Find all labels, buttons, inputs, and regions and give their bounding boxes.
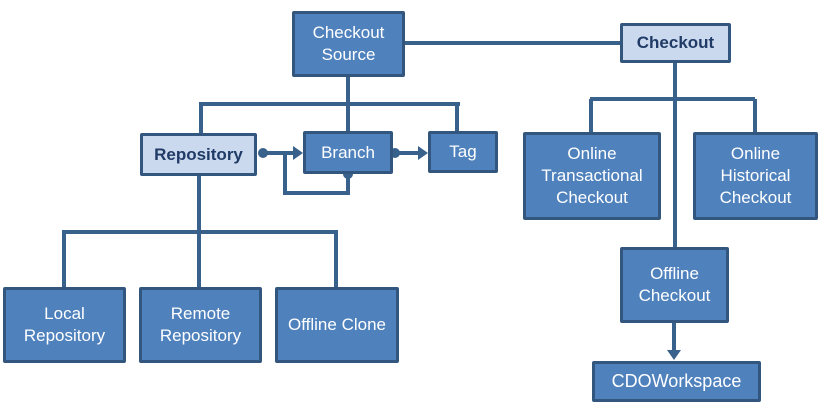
edge-checkoutsource-stem bbox=[346, 76, 350, 106]
edge-branch-self-h bbox=[283, 191, 350, 195]
edge-repository-branch-line bbox=[263, 151, 295, 155]
edge-drop-offline-clone bbox=[334, 232, 338, 287]
node-checkout-source: Checkout Source bbox=[292, 11, 405, 77]
edge-branch-self-v2 bbox=[283, 151, 287, 195]
edge-drop-remote-repository bbox=[197, 232, 201, 287]
edge-checkout-stem bbox=[673, 63, 677, 247]
node-online-transactional-checkout: Online Transactional Checkout bbox=[523, 132, 661, 220]
node-tag: Tag bbox=[428, 131, 498, 173]
edge-drop-local-repository bbox=[62, 232, 66, 287]
edge-drop-branch bbox=[346, 104, 350, 131]
edge-drop-tag bbox=[455, 104, 459, 131]
edge-drop-online-transactional bbox=[589, 99, 593, 132]
edge-checkout-children-rail bbox=[590, 97, 755, 101]
node-online-historical-checkout: Online Historical Checkout bbox=[693, 132, 818, 220]
edge-branch-tag-line bbox=[395, 151, 420, 155]
edge-branch-tag-arrowhead bbox=[418, 146, 428, 160]
edge-offlinecheckout-cdoworkspace-line bbox=[672, 323, 676, 351]
edge-repository-stem bbox=[197, 176, 201, 234]
node-offline-clone: Offline Clone bbox=[275, 287, 399, 363]
edge-branch-self-v1 bbox=[346, 174, 350, 195]
node-cdoworkspace: CDOWorkspace bbox=[592, 361, 761, 402]
node-offline-checkout: Offline Checkout bbox=[620, 247, 729, 323]
edge-checkoutsource-checkout bbox=[405, 41, 620, 45]
edge-repository-branch-arrowhead bbox=[293, 146, 303, 160]
edge-checkoutsource-children-rail bbox=[199, 102, 460, 106]
node-checkout: Checkout bbox=[620, 23, 731, 63]
edge-drop-repository bbox=[199, 104, 203, 133]
node-repository: Repository bbox=[140, 133, 257, 176]
edge-drop-online-historical bbox=[753, 99, 757, 132]
node-remote-repository: Remote Repository bbox=[139, 287, 262, 363]
edge-offlinecheckout-cdoworkspace-arrowhead bbox=[667, 350, 681, 360]
node-local-repository: Local Repository bbox=[3, 287, 126, 363]
node-branch: Branch bbox=[303, 131, 393, 174]
